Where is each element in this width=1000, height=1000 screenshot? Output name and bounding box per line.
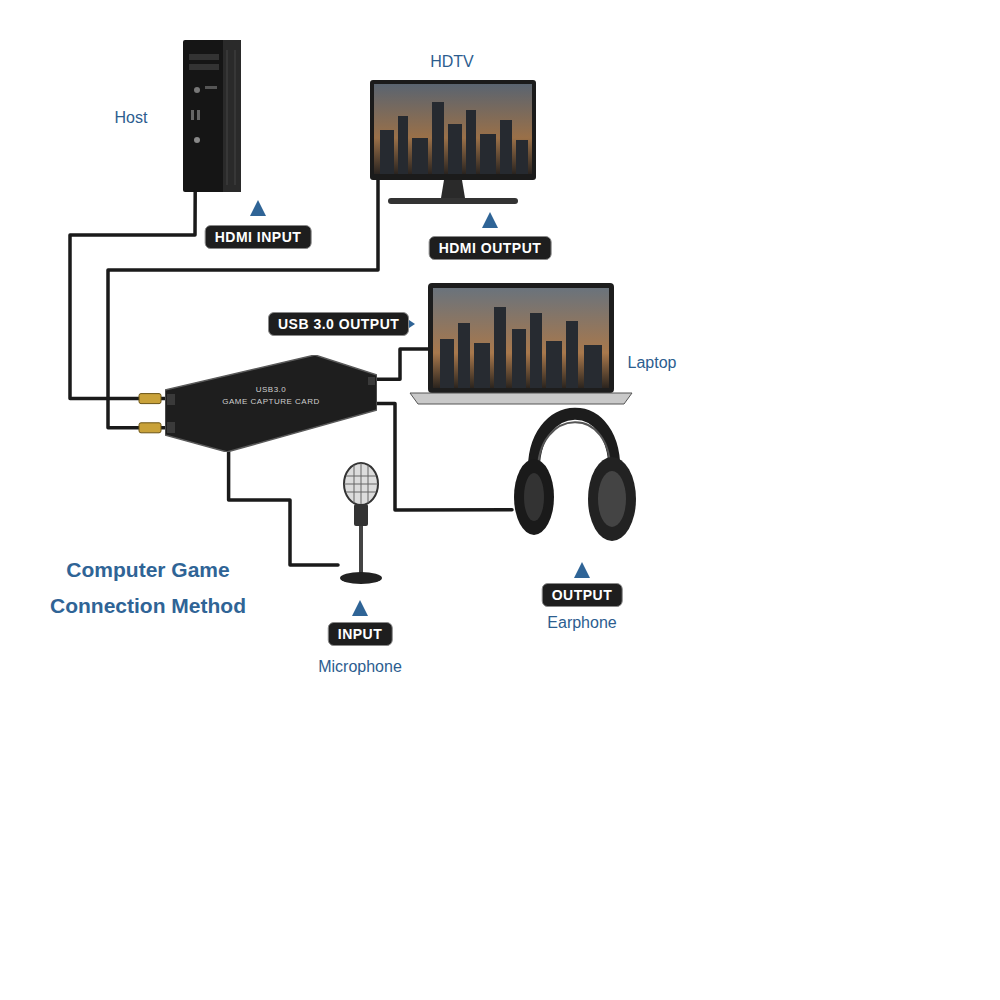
- host-computer: HostHDMI INPUT: [183, 40, 241, 192]
- device-label: Host: [115, 108, 148, 128]
- microphone-illustration: [338, 462, 384, 586]
- pointer-triangle: [482, 212, 498, 228]
- cable-connector: [377, 404, 512, 511]
- capture-card: USB3.0GAME CAPTURE CARD: [165, 355, 377, 452]
- headphones: OUTPUTEarphone: [512, 385, 637, 545]
- cable-connector: [70, 192, 195, 399]
- laptop-illustration: [428, 283, 614, 393]
- host-tower-illustration: [183, 40, 241, 192]
- device-print: GAME CAPTURE CARD: [222, 397, 319, 407]
- hdmi-plug: [139, 423, 161, 433]
- laptop-computer: Laptop: [428, 283, 614, 393]
- port-badge: HDMI OUTPUT: [429, 236, 552, 260]
- device-print: USB3.0: [256, 385, 287, 395]
- hdtv-monitor: HDTVHDMI OUTPUT: [370, 80, 536, 180]
- headphones-illustration: [512, 385, 637, 545]
- cable-connector: [229, 452, 338, 565]
- pointer-triangle: [250, 200, 266, 216]
- device-label: HDTV: [430, 52, 474, 72]
- cable-connector: [377, 349, 428, 379]
- port-badge: HDMI INPUT: [205, 225, 312, 249]
- microphone: INPUTMicrophone: [338, 462, 384, 586]
- hdtv-illustration: [370, 80, 536, 180]
- device-label: Earphone: [547, 613, 616, 633]
- device-label: Laptop: [628, 353, 677, 373]
- edge-label-badge: USB 3.0 OUTPUT: [268, 312, 409, 336]
- port-badge: OUTPUT: [542, 583, 623, 607]
- hdmi-plug: [139, 394, 161, 404]
- port-badge: INPUT: [328, 622, 393, 646]
- device-label: Microphone: [318, 657, 402, 677]
- pointer-triangle: [352, 600, 368, 616]
- pointer-triangle: [574, 562, 590, 578]
- diagram-title: Computer Game Connection Method: [28, 552, 268, 624]
